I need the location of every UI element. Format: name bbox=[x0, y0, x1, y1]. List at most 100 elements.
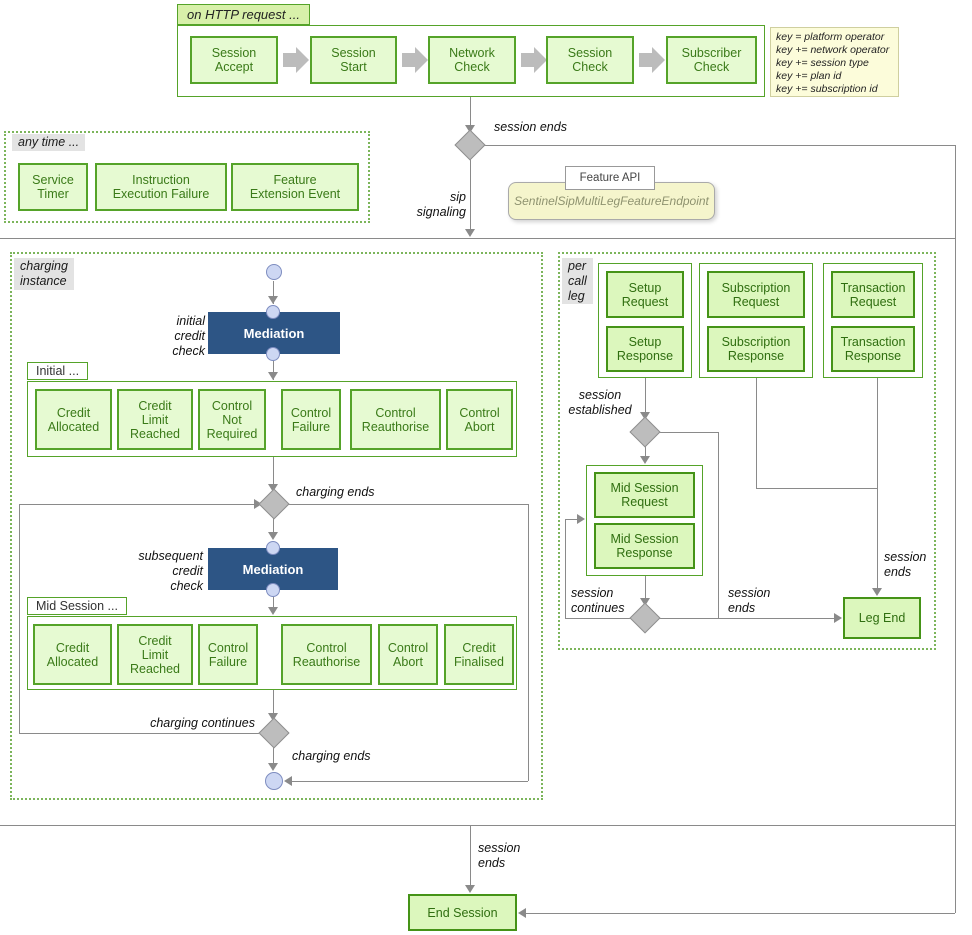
mid-control-failure: Control Failure bbox=[198, 624, 258, 685]
connector bbox=[482, 145, 955, 146]
setup-request: Setup Request bbox=[606, 271, 684, 318]
charging-continues-label: charging continues bbox=[150, 716, 255, 730]
session-ends-label: session ends bbox=[494, 120, 567, 134]
charging-instance-header: charging instance bbox=[14, 258, 74, 290]
mid-session-response: Mid Session Response bbox=[594, 523, 695, 569]
key-note-line: key += plan id bbox=[776, 70, 842, 82]
connector bbox=[756, 488, 877, 489]
key-note-line: key += subscription id bbox=[776, 83, 878, 95]
connector bbox=[565, 519, 583, 520]
key-note: key = platform operator key += network o… bbox=[770, 27, 899, 97]
end-session-box: End Session bbox=[408, 894, 517, 931]
start-node bbox=[266, 264, 282, 280]
initial-credit-limit-reached: Credit Limit Reached bbox=[117, 389, 193, 450]
initial-control-reauthorise: Control Reauthorise bbox=[350, 389, 441, 450]
connector bbox=[273, 745, 274, 769]
connector bbox=[877, 378, 878, 590]
key-note-line: key += network operator bbox=[776, 44, 890, 56]
session-ends-mid-label: session ends bbox=[728, 586, 771, 615]
connector bbox=[287, 504, 528, 505]
mid-control-abort: Control Abort bbox=[378, 624, 438, 685]
connector bbox=[470, 97, 471, 128]
subsequent-credit-check-label: subsequent credit check bbox=[138, 549, 203, 593]
connector bbox=[528, 504, 529, 781]
key-note-line: key += session type bbox=[776, 57, 869, 69]
initial-group-header: Initial ... bbox=[27, 362, 89, 380]
mediation-out-node bbox=[266, 583, 280, 597]
connector bbox=[470, 156, 471, 232]
connector bbox=[273, 281, 274, 304]
flow-arrow-icon bbox=[521, 47, 547, 73]
arrowhead-down-icon bbox=[268, 484, 278, 492]
connector bbox=[645, 576, 646, 601]
mediation-out-node bbox=[266, 347, 280, 361]
arrowhead-down-icon bbox=[872, 588, 882, 596]
step-session-accept: Session Accept bbox=[190, 36, 278, 84]
connector bbox=[19, 733, 259, 734]
connector bbox=[645, 444, 646, 462]
initial-control-failure: Control Failure bbox=[281, 389, 341, 450]
session-continues-label: session continues bbox=[571, 586, 625, 615]
arrowhead-down-icon bbox=[268, 763, 278, 771]
event-instruction-execution-failure: Instruction Execution Failure bbox=[95, 163, 227, 211]
connector bbox=[19, 504, 255, 505]
arrowhead-down-icon bbox=[268, 372, 278, 380]
arrowhead-down-icon bbox=[640, 456, 650, 464]
event-service-timer: Service Timer bbox=[18, 163, 88, 211]
connector bbox=[273, 515, 274, 538]
per-call-leg-container bbox=[558, 252, 936, 650]
connector bbox=[955, 145, 956, 913]
session-ends-bottom-label: session ends bbox=[478, 841, 521, 870]
connector bbox=[290, 781, 528, 782]
session-ends-right-label: session ends bbox=[884, 550, 927, 579]
transaction-response: Transaction Response bbox=[831, 326, 915, 372]
mediation-in-node bbox=[266, 305, 280, 319]
arrowhead-down-icon bbox=[640, 412, 650, 420]
charging-ends-label: charging ends bbox=[296, 485, 375, 499]
arrowhead-down-icon bbox=[268, 296, 278, 304]
mediation-in-node bbox=[266, 541, 280, 555]
flow-arrow-icon bbox=[283, 47, 309, 73]
mid-credit-finalised: Credit Finalised bbox=[444, 624, 514, 685]
per-call-leg-header: per call leg bbox=[562, 258, 593, 305]
initial-credit-check-label: initial credit check bbox=[172, 314, 205, 358]
setup-response: Setup Response bbox=[606, 326, 684, 372]
mid-credit-limit-reached: Credit Limit Reached bbox=[117, 624, 193, 685]
connector bbox=[658, 618, 834, 619]
event-feature-extension-event: Feature Extension Event bbox=[231, 163, 359, 211]
flow-arrow-icon bbox=[639, 47, 665, 73]
connector bbox=[273, 597, 274, 611]
arrowhead-down-icon bbox=[465, 885, 475, 893]
region-bottom-border bbox=[0, 825, 955, 826]
connector bbox=[565, 519, 566, 618]
mid-session-request: Mid Session Request bbox=[594, 472, 695, 518]
feature-api-tab: Feature API bbox=[565, 166, 655, 190]
session-established-label: session established bbox=[568, 388, 632, 417]
subscription-response: Subscription Response bbox=[707, 326, 805, 372]
step-session-start: Session Start bbox=[310, 36, 397, 84]
connector bbox=[273, 361, 274, 380]
transaction-request: Transaction Request bbox=[831, 271, 915, 318]
connector bbox=[19, 504, 20, 733]
arrowhead-left-icon bbox=[284, 776, 292, 786]
arrowhead-down-icon bbox=[465, 229, 475, 237]
initial-control-not-required: Control Not Required bbox=[198, 389, 266, 450]
mid-credit-allocated: Credit Allocated bbox=[33, 624, 112, 685]
subscription-request: Subscription Request bbox=[707, 271, 805, 318]
sip-signaling-label: sip signaling bbox=[416, 190, 466, 219]
arrowhead-down-icon bbox=[268, 532, 278, 540]
connector bbox=[273, 690, 274, 716]
initial-control-abort: Control Abort bbox=[446, 389, 513, 450]
http-request-header: on HTTP request ... bbox=[177, 4, 310, 25]
arrowhead-down-icon bbox=[640, 598, 650, 606]
initial-credit-allocated: Credit Allocated bbox=[35, 389, 112, 450]
mid-control-reauthorise: Control Reauthorise bbox=[281, 624, 372, 685]
arrowhead-down-icon bbox=[465, 125, 475, 133]
leg-end-box: Leg End bbox=[843, 597, 921, 639]
connector bbox=[520, 913, 955, 914]
arrowhead-right-icon bbox=[834, 613, 842, 623]
connector bbox=[470, 825, 471, 888]
arrowhead-right-icon bbox=[254, 499, 262, 509]
flow-arrow-icon bbox=[402, 47, 428, 73]
